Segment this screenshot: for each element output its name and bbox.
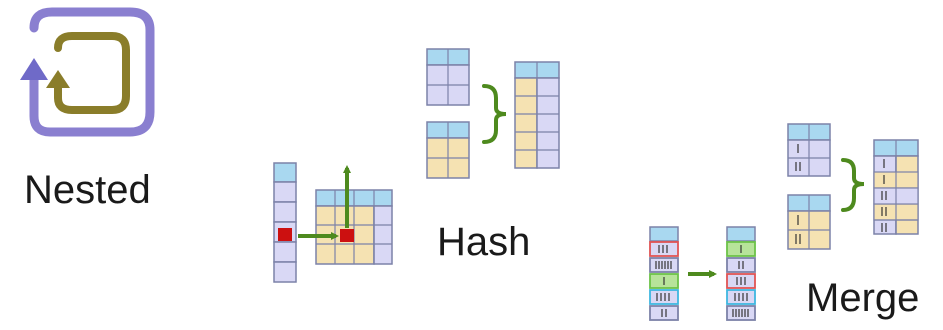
grid-match-cell <box>340 229 354 242</box>
merge-sort-diagram <box>649 226 756 321</box>
probe-match-cell <box>278 228 292 241</box>
merge-join-tables-icon <box>787 123 919 250</box>
hash-grid <box>315 189 393 265</box>
loop-arrows-icon <box>20 7 155 137</box>
hash-probe-diagram <box>273 162 393 283</box>
label-merge: Merge <box>806 276 920 320</box>
label-hash: Hash <box>437 220 531 264</box>
hash-join-tables-icon <box>426 48 560 179</box>
label-nested: Nested <box>24 168 151 212</box>
sorted-column <box>726 226 756 321</box>
unsorted-column <box>649 226 679 321</box>
probe-column <box>273 162 297 283</box>
